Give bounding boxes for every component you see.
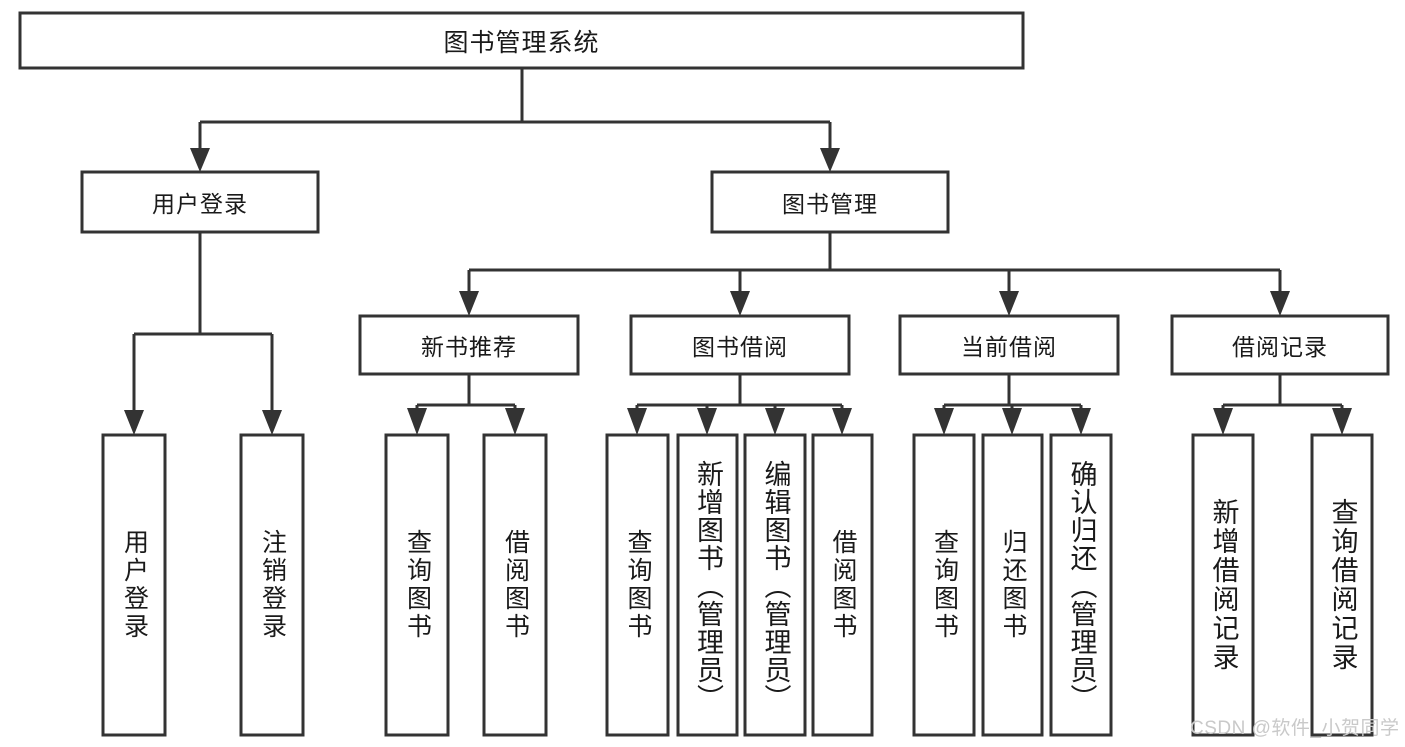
edge-current-borrow-to-leaves <box>934 374 1091 435</box>
edge-user-login-to-leaves <box>124 232 282 435</box>
node-box-leaf-logout[interactable] <box>239 433 305 737</box>
edge-book-borrow-to-leaves <box>627 374 852 435</box>
edge-borrow-record-to-leaves <box>1213 374 1352 435</box>
node-box-new-book-rec[interactable] <box>358 314 580 376</box>
node-box-leaf-add-record[interactable] <box>1191 433 1255 737</box>
edge-new-book-rec-to-leaves <box>407 374 525 435</box>
edge-book-manage-to-level3 <box>459 232 1290 316</box>
node-box-leaf-edit-book-admin[interactable] <box>743 433 807 737</box>
node-box-leaf-user-login[interactable] <box>101 433 167 737</box>
node-box-leaf-query-book-3[interactable] <box>912 433 976 737</box>
node-box-leaf-confirm-return-admin[interactable] <box>1049 433 1113 737</box>
node-box-root[interactable] <box>18 11 1025 70</box>
node-box-leaf-query-book-1[interactable] <box>384 433 450 737</box>
edge-root-to-level2 <box>190 68 840 172</box>
node-box-book-borrow[interactable] <box>629 314 851 376</box>
node-box-user-login[interactable] <box>80 170 320 234</box>
node-box-leaf-return-book[interactable] <box>981 433 1044 737</box>
node-box-leaf-query-record[interactable] <box>1310 433 1374 737</box>
node-box-leaf-borrow-book-1[interactable] <box>482 433 548 737</box>
node-box-leaf-add-book-admin[interactable] <box>676 433 739 737</box>
node-box-current-borrow[interactable] <box>898 314 1120 376</box>
node-box-leaf-query-book-2[interactable] <box>605 433 670 737</box>
node-box-leaf-borrow-book-2[interactable] <box>811 433 874 737</box>
node-box-book-manage[interactable] <box>710 170 950 234</box>
node-box-borrow-record[interactable] <box>1170 314 1390 376</box>
